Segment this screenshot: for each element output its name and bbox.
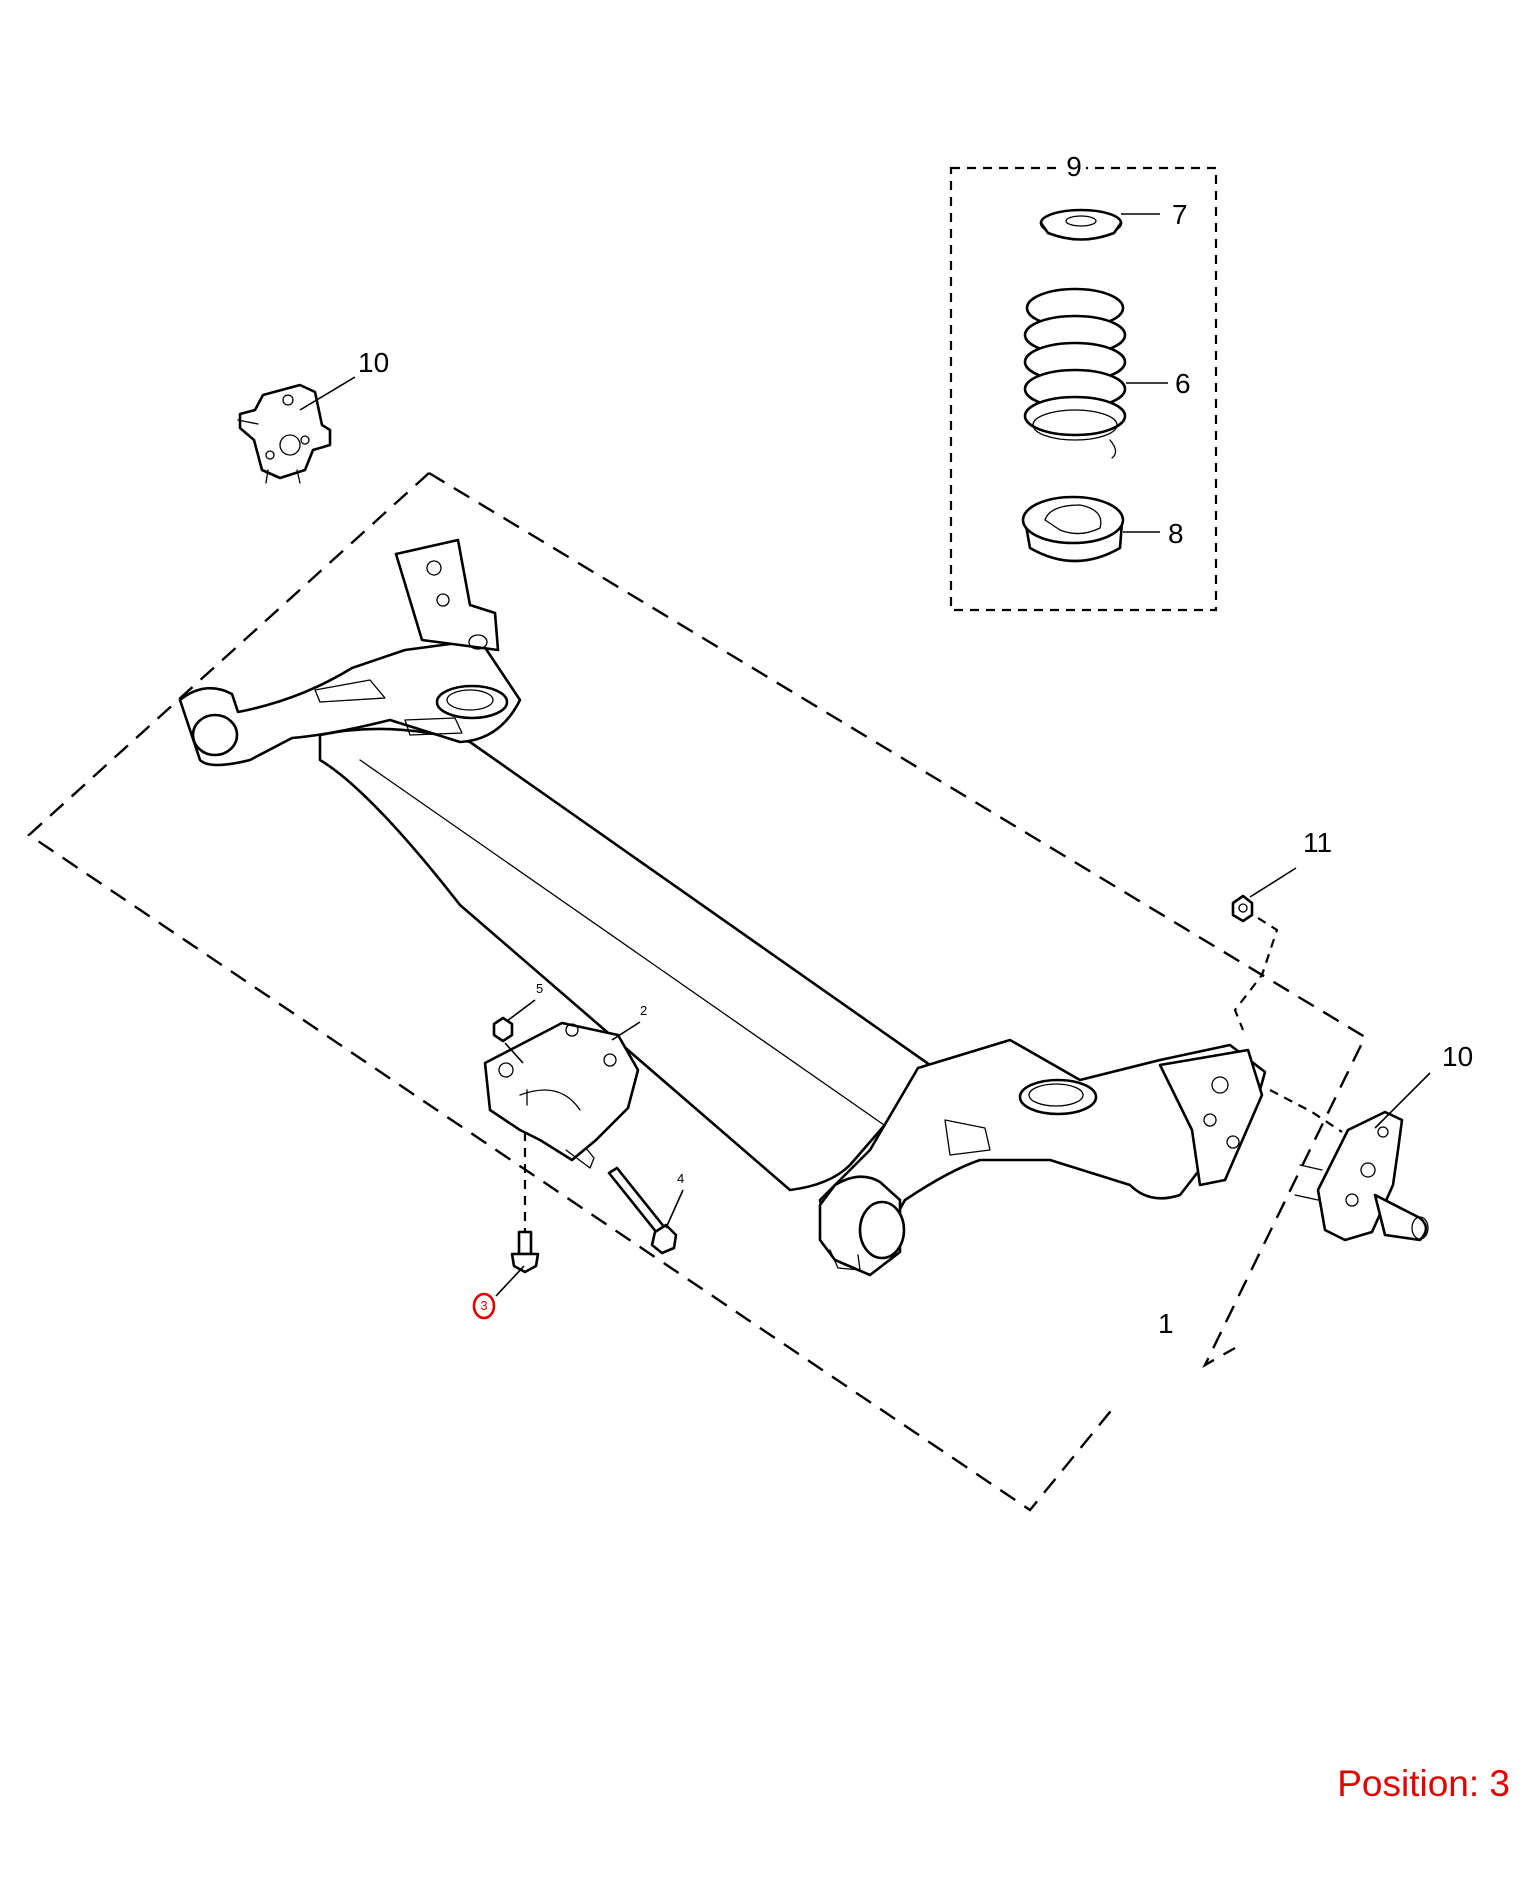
highlight-ring	[472, 1292, 496, 1320]
callout-3[interactable]: 3	[480, 1298, 487, 1313]
hub-right-path	[1269, 1089, 1343, 1133]
axle-assembly-box-left	[27, 472, 1115, 1512]
callout-11[interactable]: 11	[1303, 827, 1332, 858]
callout-1[interactable]: 1	[1158, 1308, 1174, 1339]
coil-spring[interactable]	[1023, 287, 1168, 459]
position-label: Position: 3	[1337, 1763, 1510, 1804]
bolt-long[interactable]	[607, 1166, 684, 1255]
callout-9[interactable]: 9	[1066, 151, 1082, 182]
callout-10-left[interactable]: 10	[358, 347, 389, 378]
hub-left[interactable]	[237, 376, 356, 484]
callout-7[interactable]: 7	[1172, 199, 1188, 230]
callout-5[interactable]: 5	[536, 981, 543, 996]
bolt-short[interactable]	[495, 1230, 540, 1297]
nut-11[interactable]	[1231, 867, 1297, 923]
callout-2[interactable]: 2	[640, 1003, 647, 1018]
bracket[interactable]	[483, 1021, 641, 1169]
callout-6[interactable]: 6	[1175, 368, 1191, 399]
spring-kit-group: 9 7 6 8	[949, 151, 1218, 612]
nut-11-path	[1233, 917, 1279, 1031]
callout-4[interactable]: 4	[677, 1171, 684, 1186]
callout-8[interactable]: 8	[1168, 518, 1184, 549]
callout-10-right[interactable]: 10	[1442, 1041, 1473, 1072]
spring-seat-upper[interactable]	[1039, 208, 1160, 241]
hub-right[interactable]	[1294, 1072, 1431, 1242]
nut-5[interactable]	[492, 999, 536, 1064]
axle-beam[interactable]	[178, 538, 1267, 1277]
spring-seat-lower[interactable]	[1021, 495, 1160, 563]
